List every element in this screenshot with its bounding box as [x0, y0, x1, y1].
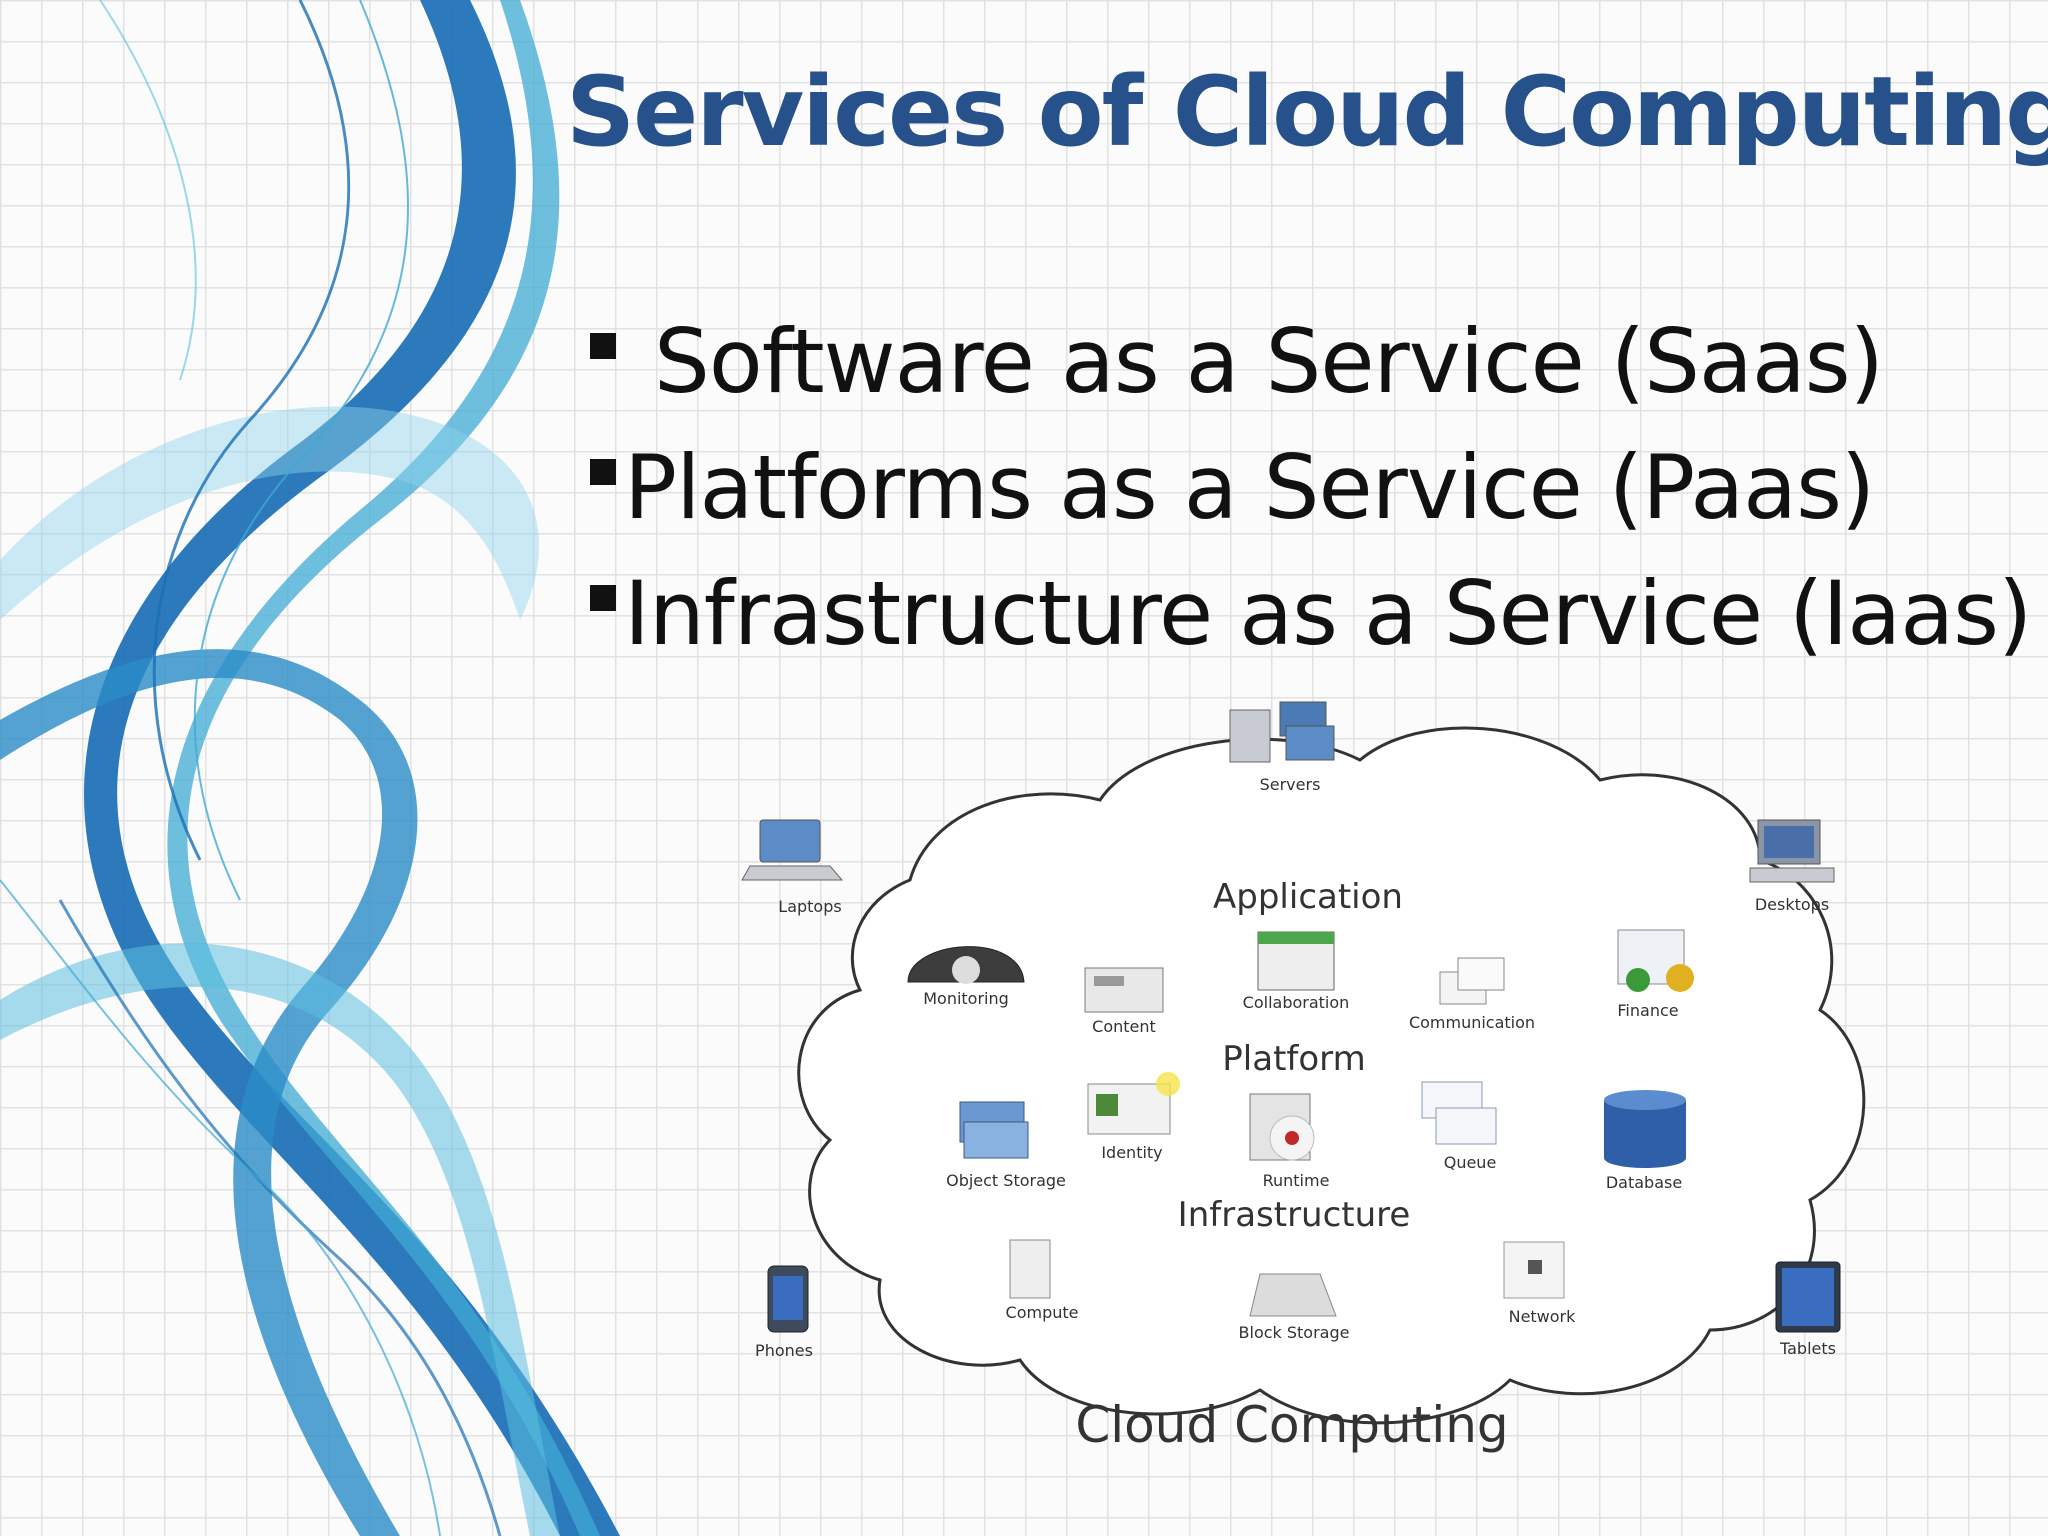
bullet-item-iaas: Infrastructure as a Service (Iaas)	[590, 562, 2032, 690]
tablets-label: Tablets	[1779, 1339, 1836, 1358]
servers-label: Servers	[1260, 775, 1321, 794]
database-icon	[1604, 1090, 1686, 1168]
cloud-shape	[797, 726, 1866, 1425]
phone-icon	[767, 1265, 809, 1333]
desktop-icon	[1749, 819, 1835, 883]
database-label: Database	[1606, 1173, 1682, 1192]
network-label: Network	[1509, 1307, 1577, 1326]
identity-label: Identity	[1101, 1143, 1162, 1162]
bullet-text: Platforms as a Service (Paas)	[624, 436, 1875, 539]
finance-icon	[1617, 929, 1694, 992]
monitoring-label: Monitoring	[923, 989, 1009, 1008]
bullet-text: Software as a Service (Saas)	[654, 310, 1884, 413]
tablet-icon	[1775, 1261, 1841, 1333]
bullet-list: Software as a Service (Saas) Platforms a…	[590, 312, 2032, 690]
runtime-label: Runtime	[1263, 1171, 1330, 1190]
object-storage-icon	[959, 1101, 1029, 1159]
block-storage-icon	[1249, 1273, 1337, 1317]
bullet-item-paas: Platforms as a Service (Paas)	[590, 438, 2031, 564]
queue-icon	[1421, 1081, 1497, 1145]
compute-icon	[1009, 1239, 1051, 1299]
bullet-item-saas: Software as a Service (Saas)	[590, 312, 2031, 438]
servers-icon	[1229, 701, 1335, 763]
square-bullet-icon	[590, 585, 616, 612]
monitoring-icon	[907, 946, 1025, 984]
laptop-icon	[741, 819, 844, 881]
queue-label: Queue	[1444, 1153, 1497, 1172]
phones-label: Phones	[755, 1341, 813, 1360]
section-platform: Platform	[1222, 1039, 1365, 1079]
identity-icon	[1087, 1072, 1180, 1135]
desktops-label: Desktops	[1755, 895, 1829, 914]
object-storage-label: Object Storage	[946, 1171, 1066, 1190]
content-label: Content	[1092, 1017, 1156, 1036]
diagram-caption: Cloud Computing	[1075, 1396, 1508, 1454]
content-icon	[1084, 967, 1164, 1013]
collaboration-label: Collaboration	[1243, 993, 1350, 1012]
section-application: Application	[1213, 877, 1403, 917]
square-bullet-icon	[590, 333, 616, 360]
laptops-label: Laptops	[778, 897, 841, 916]
communication-icon	[1439, 957, 1505, 1005]
collaboration-icon	[1257, 931, 1335, 991]
finance-label: Finance	[1617, 1001, 1678, 1020]
decorative-swirl	[0, 0, 621, 1536]
network-icon	[1503, 1241, 1565, 1299]
communication-label: Communication	[1409, 1013, 1535, 1032]
cloud-computing-diagram: Servers Laptops Desktops Phones Tablets …	[741, 701, 1866, 1454]
slide-title: Services of Cloud Computing	[566, 56, 2048, 168]
square-bullet-icon	[590, 459, 616, 486]
section-infrastructure: Infrastructure	[1178, 1195, 1411, 1235]
runtime-icon	[1249, 1093, 1315, 1161]
compute-label: Compute	[1006, 1303, 1079, 1322]
block-storage-label: Block Storage	[1239, 1323, 1350, 1342]
bullet-text: Infrastructure as a Service (Iaas)	[624, 562, 2032, 665]
